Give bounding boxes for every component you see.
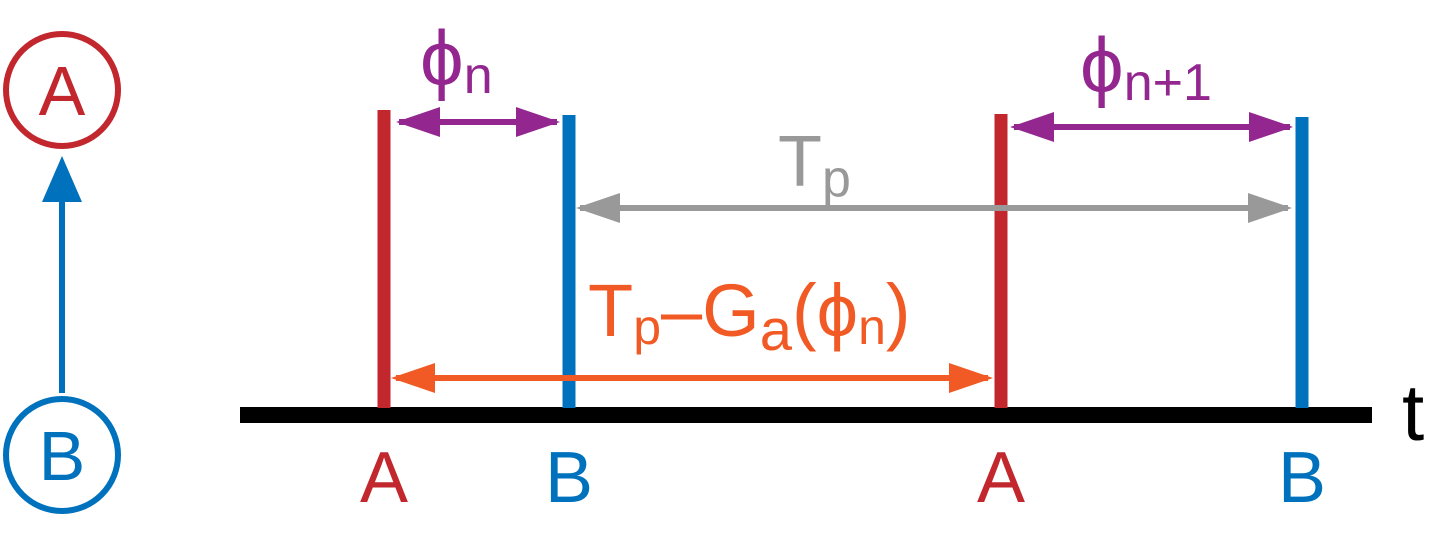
phase-n-arrowhead-left xyxy=(396,107,440,137)
phase-n-subscript: n xyxy=(464,47,493,105)
period-arrowhead-right xyxy=(1248,193,1292,223)
node-a-label: A xyxy=(39,52,86,130)
interval-annotation: Tp–Ga(ϕn) xyxy=(391,269,993,393)
phase-n1-annotation: ϕn+1 xyxy=(1010,21,1293,142)
interval-close-paren: ) xyxy=(886,269,911,352)
period-arrowhead-left xyxy=(576,193,620,223)
phase-n1-arrowhead-right xyxy=(1249,112,1293,142)
interval-phi: ϕ xyxy=(817,269,858,352)
phase-n-symbol: ϕ xyxy=(420,14,464,102)
spike-b2-label: B xyxy=(1278,438,1326,518)
phase-n1-label: ϕn+1 xyxy=(1080,21,1212,112)
phase-n-label: ϕn xyxy=(420,14,493,105)
spike-a1-label: A xyxy=(360,438,408,518)
node-b-label: B xyxy=(39,417,86,495)
phase-n1-symbol: ϕ xyxy=(1080,21,1124,109)
arrow-up-icon xyxy=(42,156,82,202)
interval-dash: – xyxy=(661,269,703,352)
interval-arrowhead-right xyxy=(949,363,993,393)
interval-open-paren: ( xyxy=(792,269,817,352)
spike-a1: A xyxy=(360,110,408,518)
period-annotation: Tp xyxy=(576,122,1292,223)
spike-b1: B xyxy=(545,115,593,518)
phase-n-arrowhead-right xyxy=(516,107,560,137)
interval-t: T xyxy=(588,269,633,352)
spike-b2: B xyxy=(1278,117,1326,518)
node-a-circle xyxy=(3,31,121,149)
time-axis-label: t xyxy=(1402,368,1424,457)
interval-g-subscript: a xyxy=(760,298,793,363)
interval-label: Tp–Ga(ϕn) xyxy=(588,269,911,363)
period-subscript: p xyxy=(822,150,851,208)
phase-n1-arrowhead-left xyxy=(1010,112,1054,142)
spike-a2: A xyxy=(977,114,1025,518)
phase-n-annotation: ϕn xyxy=(396,14,560,137)
node-b-circle xyxy=(3,396,121,514)
node-schematic: A B xyxy=(3,31,121,514)
spike-b1-label: B xyxy=(545,438,593,518)
spike-a2-label: A xyxy=(977,438,1025,518)
interval-g: G xyxy=(702,269,760,352)
period-symbol: T xyxy=(778,122,822,202)
interval-arrowhead-left xyxy=(391,363,435,393)
phase-n1-subscript: n+1 xyxy=(1124,54,1212,112)
interval-t-subscript: p xyxy=(633,299,661,355)
interval-phi-subscript: n xyxy=(858,299,886,355)
period-label: Tp xyxy=(778,122,851,208)
